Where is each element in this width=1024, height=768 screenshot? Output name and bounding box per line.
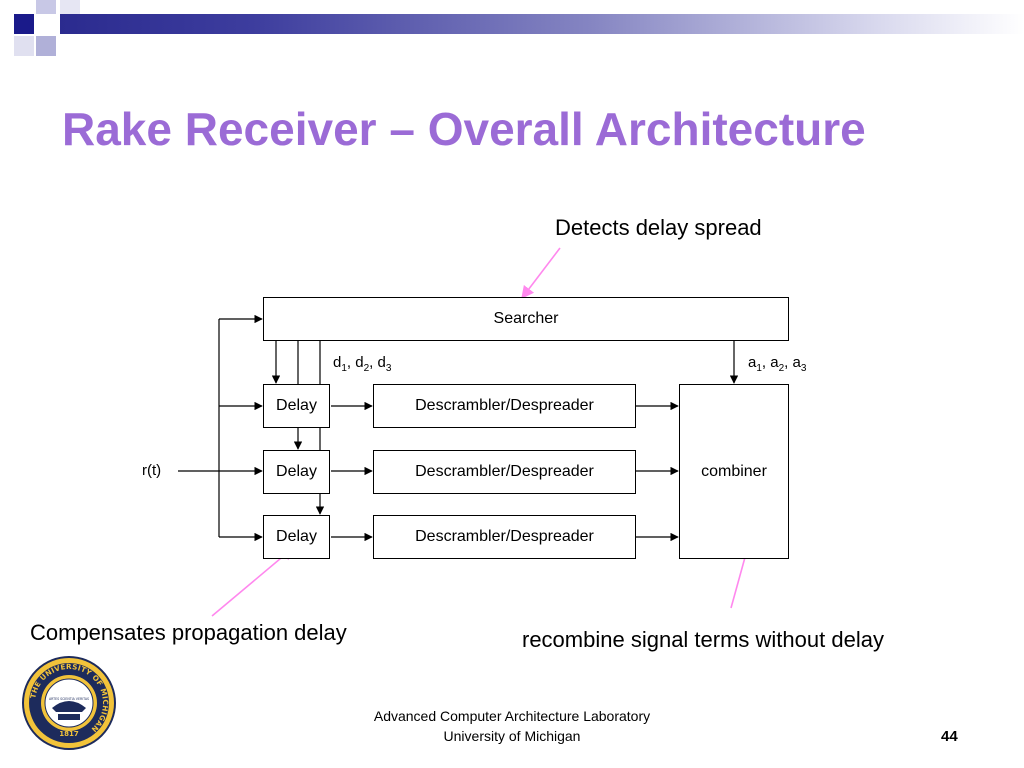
param-a3: a3: [792, 354, 807, 374]
param-d3: d3: [377, 354, 392, 374]
delay-box: Delay: [263, 450, 330, 494]
combiner-note: recombine signal terms without delay: [522, 627, 884, 652]
footer-line-1: Advanced Computer Architecture Laborator…: [373, 708, 651, 724]
amp-params-label: a1, a2, a3: [748, 354, 807, 374]
delay-params-label: d1, d2, d3: [333, 354, 392, 374]
decor-square: [36, 0, 56, 14]
combiner-box: combiner: [679, 384, 789, 559]
delay-note: Compensates propagation delay: [30, 620, 347, 645]
decor-square: [14, 14, 34, 34]
page-number: 44: [941, 728, 958, 745]
searcher-callout-arrow: [521, 247, 561, 300]
searcher-note: Detects delay spread: [555, 215, 762, 240]
despreader-box: Descrambler/Despreader: [373, 384, 636, 428]
seal-lamp: [52, 701, 86, 712]
despreader-box: Descrambler/Despreader: [373, 450, 636, 494]
decor-square: [36, 36, 56, 56]
param-a2: a2: [770, 354, 785, 374]
slide-title: Rake Receiver – Overall Architecture: [62, 103, 866, 155]
input-label: r(t): [142, 462, 162, 479]
decor-square: [14, 36, 34, 56]
param-a1: a1: [748, 354, 762, 374]
header-banner: [60, 14, 1024, 34]
footer-line-2: University of Michigan: [443, 728, 581, 744]
delay-box: Delay: [263, 515, 330, 559]
delay-box: Delay: [263, 384, 330, 428]
param-d2: d2: [355, 354, 370, 374]
seal-year: 1817: [59, 730, 79, 738]
decor-square: [60, 0, 80, 14]
despreader-box: Descrambler/Despreader: [373, 515, 636, 559]
university-seal-logo: THE UNIVERSITY OF MICHIGAN 1817 ARTES SC…: [22, 656, 116, 750]
param-d1: d1: [333, 354, 347, 374]
seal-motto: ARTES SCIENTIA VERITAS: [49, 697, 89, 701]
searcher-box: Searcher: [263, 297, 789, 341]
delay-callout-arrow: [211, 547, 294, 617]
